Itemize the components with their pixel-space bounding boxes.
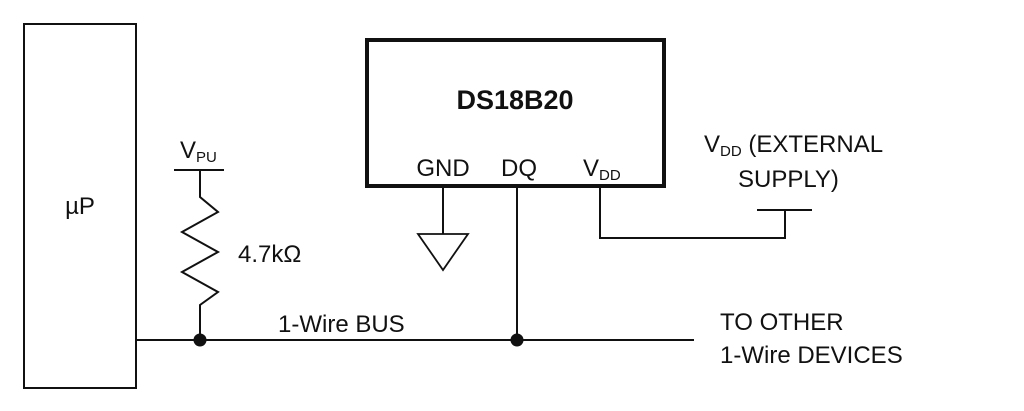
microprocessor-block [23, 23, 137, 389]
microprocessor-label: µP [65, 193, 95, 220]
ground-symbol [416, 233, 470, 272]
pullup-resistor [179, 170, 221, 340]
external-supply-label-line2: SUPPLY) [738, 166, 839, 193]
external-supply-vdd-main: V [704, 131, 720, 158]
other-devices-label-line1: TO OTHER [720, 309, 844, 336]
external-supply-vdd-sub: DD [720, 143, 742, 160]
pin-vdd-main: V [583, 155, 599, 182]
bus-label: 1-Wire BUS [278, 311, 405, 338]
chip-name: DS18B20 [456, 85, 573, 115]
pullup-supply-label: VPU [180, 137, 217, 166]
pin-label-vdd: VDD [583, 155, 621, 184]
pullup-supply-main: V [180, 137, 196, 164]
junction-dot-resistor [193, 333, 207, 347]
pin-vdd-sub: DD [599, 167, 621, 184]
pin-label-dq: DQ [501, 155, 537, 182]
other-devices-label-line2: 1-Wire DEVICES [720, 342, 903, 369]
pullup-supply-sub: PU [196, 149, 217, 166]
external-supply-suffix: (EXTERNAL [742, 131, 883, 158]
external-supply-label-line1: VDD (EXTERNAL [704, 131, 883, 160]
pin-label-gnd: GND [416, 155, 469, 182]
resistor-value-label: 4.7kΩ [238, 241, 301, 268]
vdd-wire [599, 186, 786, 239]
ds18b20-chip [365, 38, 666, 188]
